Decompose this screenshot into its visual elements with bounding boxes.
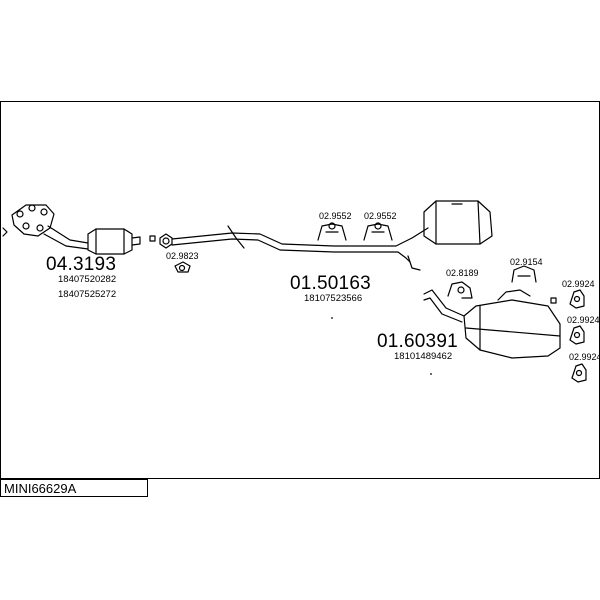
part-code-box: MINI66629A [0,479,148,497]
part-number-01-60391: 01.60391 [377,331,458,352]
hanger-02-8189-icon [447,281,473,299]
fitting-label: 02.9823 [166,251,199,261]
oem-number: 18101489462 [394,351,453,362]
hanger-02-9154-icon [511,265,537,283]
oem-number: 18107523566 [304,293,363,304]
clamp-02-9823-icon [159,233,191,273]
part-number-01-50163: 01.50163 [290,273,371,294]
oem-number: 18407525272 [58,289,117,300]
middle-pipe-part [171,225,429,271]
catalytic-converter-part [87,228,156,255]
clip-marker-icon [2,227,8,237]
hanger-02-9924-icon [571,363,587,383]
fitting-label: 02.9552 [364,211,397,221]
center-silencer-part [423,200,493,245]
fitting-label: 02.9154 [510,257,543,267]
part-number-04-3193: 04.3193 [46,254,117,275]
fitting-label: 02.9924 [567,315,600,325]
rear-silencer-part [423,289,561,359]
fitting-label: 02.9924 [562,279,595,289]
part-code: MINI66629A [4,481,77,496]
manifold-part [11,204,89,250]
fitting-label: 02.8189 [446,268,479,278]
hanger-02-9924-icon [569,325,585,345]
hanger-02-9924-icon [569,289,585,309]
fitting-label: 02.9552 [319,211,352,221]
hanger-02-9552-icon [317,222,347,241]
fitting-label: 02.9924 [569,352,600,362]
hanger-02-9552-icon [363,222,393,241]
oem-number: 18407520282 [58,274,117,285]
